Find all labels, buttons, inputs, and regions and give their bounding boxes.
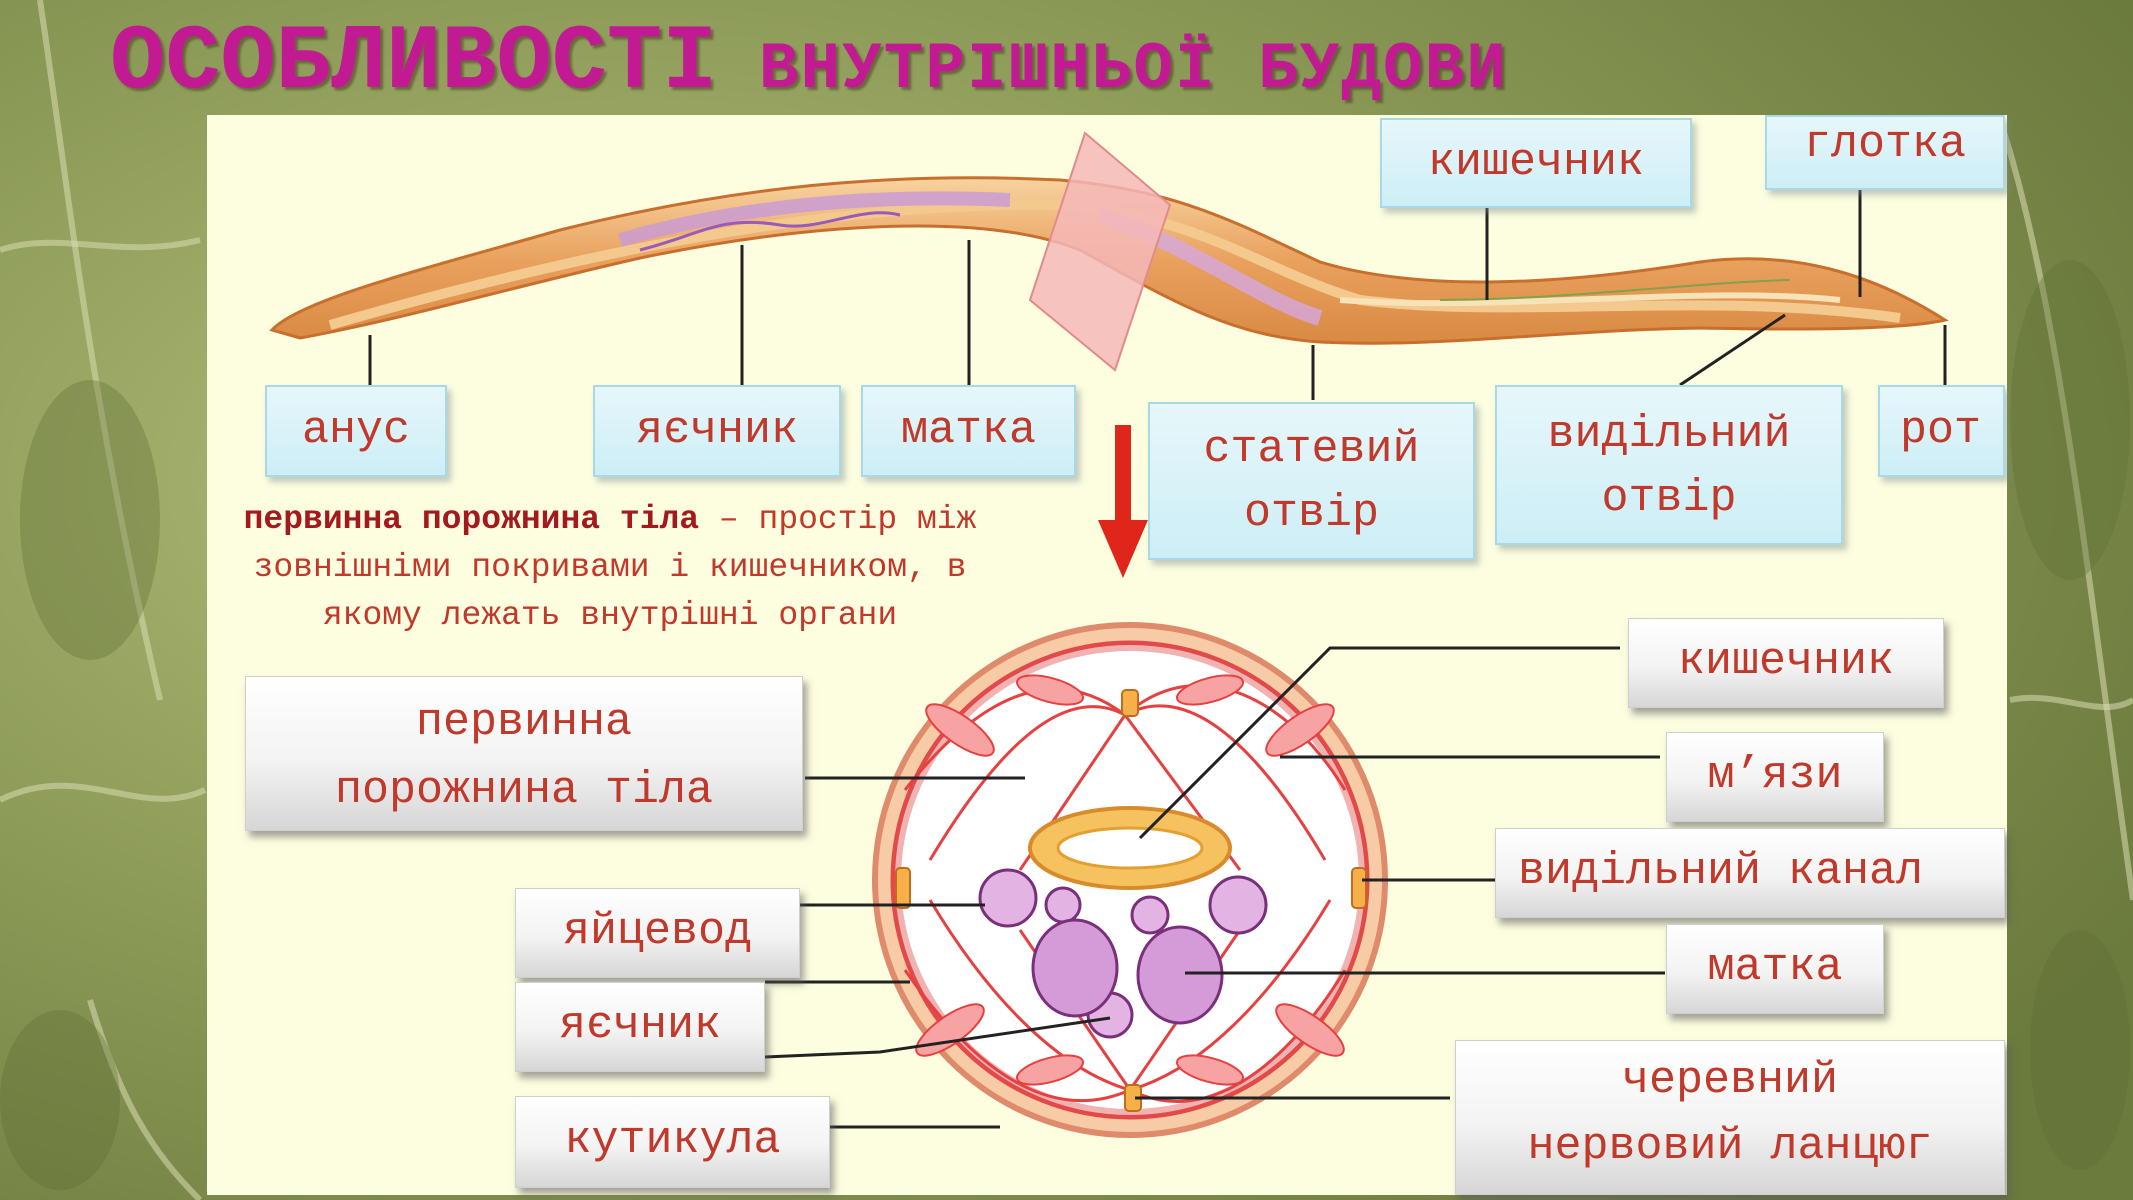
- label-vydilnyi-otvir-line1: видільний: [1547, 409, 1791, 460]
- label-vydilnyi-otvir-line2: отвір: [1601, 473, 1737, 524]
- label-cherevnyi-line2: нервовий ланцюг: [1527, 1121, 1933, 1172]
- cs-leader-lines: [764, 646, 1665, 1129]
- title-part-2: внутрішньої будови: [717, 32, 1508, 107]
- slide-title: ОСОБЛИВОСТІ внутрішньої будови: [110, 10, 2060, 120]
- label-kyshechnyk-cs: кишечник: [1628, 618, 1944, 708]
- definition-term: первинна порожнина тіла: [243, 501, 700, 538]
- label-vydilnyi-otvir: видільний отвір: [1495, 385, 1843, 545]
- label-kutykula: кутикула: [515, 1096, 830, 1188]
- label-cherevnyi-line1: черевний: [1621, 1055, 1839, 1106]
- definition-body: – простір між зовнішніми покривами і киш…: [253, 501, 977, 634]
- label-pervynna-porozhnyna: первинна порожнина тіла: [245, 676, 803, 831]
- label-cherevnyi-nervovyi-lantsyug: черевний нервовий ланцюг: [1455, 1040, 2005, 1195]
- label-hlotka: глотка: [1765, 115, 2005, 190]
- label-vydilnyi-kanal: видільний канал: [1495, 828, 2005, 918]
- label-yaechnyk-top: яєчник: [593, 385, 841, 477]
- label-matka-cs: матка: [1666, 924, 1884, 1014]
- top-leader-lines: [368, 190, 1947, 400]
- down-arrow-icon: [1098, 425, 1148, 578]
- label-statevyi-otvir-line2: отвір: [1243, 488, 1380, 539]
- section-plane: [1028, 131, 1172, 372]
- label-statevyi-otvir: статевий отвір: [1148, 402, 1475, 560]
- definition-text: первинна порожнина тіла – простір між зо…: [210, 496, 1010, 640]
- label-rot: рот: [1878, 385, 2005, 477]
- label-myazy: м’язи: [1666, 732, 1884, 822]
- label-anus: анус: [265, 385, 447, 477]
- cross-section: [872, 622, 1388, 1138]
- label-pervynna-line2: порожнина тіла: [334, 765, 714, 816]
- label-yaitsevod: яйцевод: [515, 888, 800, 978]
- label-matka-top: матка: [861, 385, 1076, 477]
- label-pervynna-line1: первинна: [415, 697, 633, 748]
- label-kyshechnyk-top: кишечник: [1380, 118, 1692, 208]
- label-statevyi-otvir-line1: статевий: [1203, 424, 1420, 475]
- title-part-1: ОСОБЛИВОСТІ: [110, 10, 718, 115]
- title-part-2-text: внутрішньої будови: [758, 32, 1508, 107]
- label-yaechnyk-cs: яєчник: [515, 982, 765, 1072]
